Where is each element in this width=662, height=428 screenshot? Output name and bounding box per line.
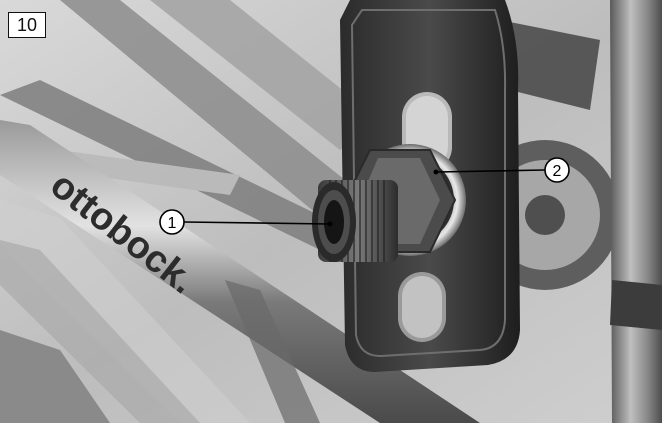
callout-1-label: 1 [168,215,177,232]
callout-1-leader [183,221,331,225]
callout-2-label: 2 [553,163,562,180]
lower-frame-tube [0,330,110,423]
callout-2-dot [433,169,439,175]
background-rods [0,0,380,262]
callout-2: 2 [544,157,570,183]
frame-clamp [610,280,662,330]
callout-1-dot [327,221,333,227]
callout-1: 1 [159,209,185,235]
threaded-axle-bushing [312,180,398,262]
axle-plate [340,0,520,372]
figure-number-box: 10 [8,12,46,38]
figure-number: 10 [16,14,38,35]
callout-2-leader [435,169,546,173]
right-frame-tube [610,0,662,423]
